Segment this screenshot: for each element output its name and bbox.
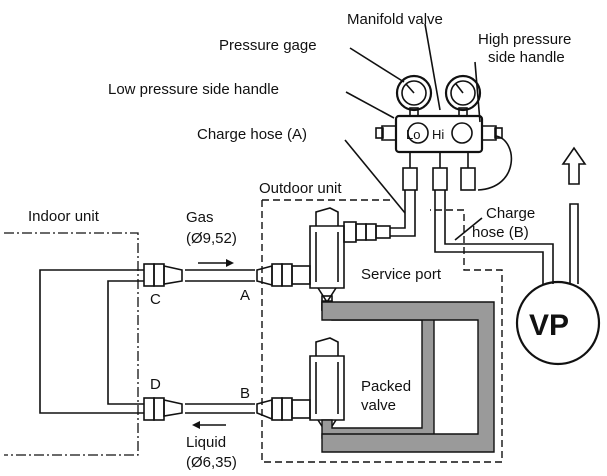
point-b-label: B bbox=[240, 385, 250, 402]
indoor-flare-fittings bbox=[143, 263, 183, 421]
outdoor-unit-label: Outdoor unit bbox=[259, 180, 342, 197]
gas-label: Gas bbox=[186, 209, 214, 226]
gauge-hi-label: Hi bbox=[432, 127, 444, 142]
liquid-size-label: (Ø6,35) bbox=[186, 454, 237, 471]
point-c-label: C bbox=[150, 291, 161, 308]
high-pressure-label-1: High pressure bbox=[478, 31, 571, 48]
liquid-flow-arrow-icon bbox=[192, 421, 226, 429]
manifold-gauge bbox=[375, 74, 513, 191]
indoor-loop bbox=[39, 269, 144, 414]
charge-hose-a-label: Charge hose (A) bbox=[197, 126, 307, 143]
packed-valve-label-1: Packed bbox=[361, 378, 411, 395]
gas-size-label: (Ø9,52) bbox=[186, 230, 237, 247]
liquid-pipe bbox=[185, 403, 255, 414]
indoor-unit-box bbox=[4, 232, 139, 456]
liquid-label: Liquid bbox=[186, 434, 226, 451]
charge-hose-b bbox=[434, 190, 554, 284]
charge-hose-a bbox=[390, 190, 416, 237]
internal-pipe-main bbox=[321, 301, 495, 453]
gauge-lo-label: Lo bbox=[406, 127, 420, 142]
leader-lines bbox=[344, 23, 483, 241]
gas-flow-arrow-icon bbox=[198, 259, 234, 267]
service-port-fitting bbox=[343, 221, 391, 243]
gas-service-valve bbox=[309, 207, 345, 311]
vp-label: VP bbox=[529, 309, 569, 342]
service-port-label: Service port bbox=[361, 266, 442, 283]
outdoor-unit-box bbox=[261, 199, 503, 463]
manifold-valve-label: Manifold valve bbox=[347, 11, 443, 28]
outdoor-flare-fittings bbox=[256, 263, 311, 421]
point-d-label: D bbox=[150, 376, 161, 393]
liquid-packed-valve bbox=[309, 337, 345, 436]
charge-hose-b-label-1: Charge bbox=[486, 205, 535, 222]
high-pressure-label-2: side handle bbox=[488, 49, 565, 66]
charge-hose-b-label-2: hose (B) bbox=[472, 224, 529, 241]
point-a-label: A bbox=[240, 287, 250, 304]
packed-valve-label-2: valve bbox=[361, 397, 396, 414]
vacuum-pump bbox=[515, 203, 601, 366]
indoor-unit-label: Indoor unit bbox=[28, 208, 100, 225]
low-pressure-handle-label: Low pressure side handle bbox=[108, 81, 279, 98]
pressure-gage-label: Pressure gage bbox=[219, 37, 317, 54]
gas-pipe bbox=[185, 269, 255, 282]
exhaust-arrow-icon bbox=[561, 146, 587, 185]
